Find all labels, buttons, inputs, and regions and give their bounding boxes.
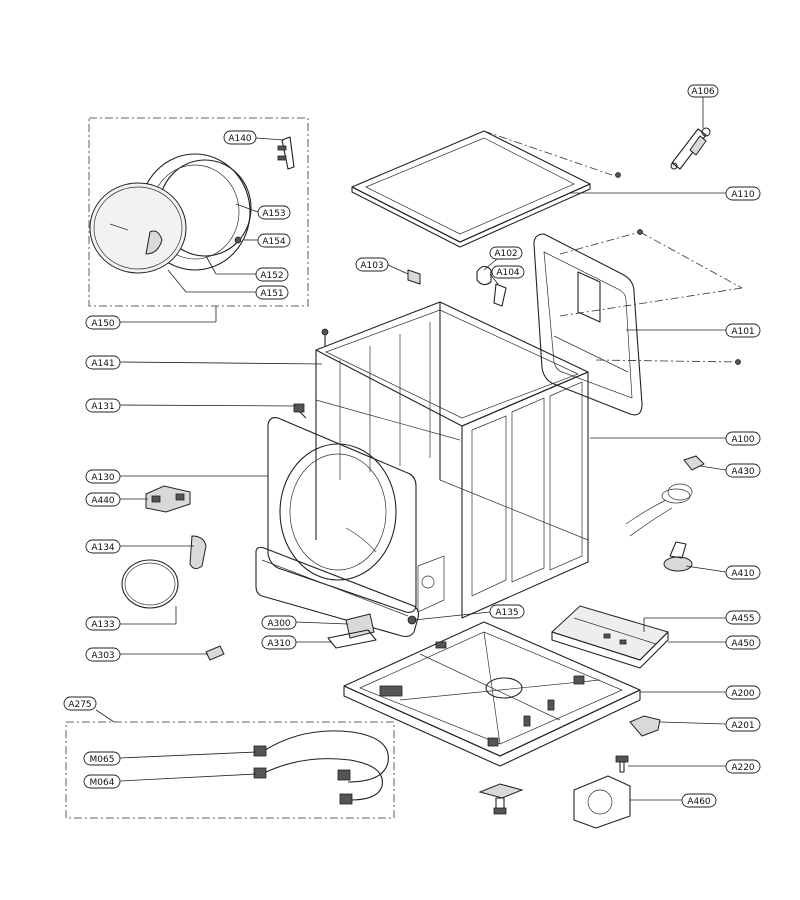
control-board (551, 605, 669, 669)
bracket-pair (476, 265, 507, 307)
svg-text:A300: A300 (267, 619, 291, 629)
svg-text:A133: A133 (91, 620, 114, 630)
door-assembly (89, 136, 295, 274)
front-panel (255, 417, 420, 638)
svg-text:A410: A410 (731, 569, 755, 579)
svg-text:A106: A106 (691, 87, 715, 97)
svg-text:A200: A200 (731, 689, 755, 699)
callout-a450: A450 (725, 635, 761, 650)
callout-a102: A102 (489, 246, 523, 260)
callout-a220: A220 (725, 759, 761, 774)
callout-a440: A440 (85, 492, 121, 507)
svg-text:M064: M064 (90, 778, 115, 788)
shock-absorber (670, 127, 711, 170)
pressure-switch (663, 541, 693, 572)
svg-text:A152: A152 (260, 271, 283, 281)
callout-a460: A460 (681, 793, 717, 808)
callout-a310: A310 (261, 635, 297, 650)
svg-text:A130: A130 (91, 473, 115, 483)
svg-text:A440: A440 (91, 496, 115, 506)
leader-lines (119, 97, 727, 801)
door-assembly-group-box (88, 117, 309, 307)
callout-a152: A152 (255, 267, 289, 282)
leg-a220 (615, 755, 629, 773)
svg-text:A455: A455 (731, 614, 754, 624)
callout-a110: A110 (725, 186, 761, 201)
svg-text:A102: A102 (494, 249, 517, 259)
callout-a151: A151 (255, 285, 289, 300)
callout-a133: A133 (85, 616, 121, 631)
power-cord (625, 455, 705, 537)
callout-a130: A130 (85, 469, 121, 484)
callout-a154: A154 (257, 233, 291, 248)
svg-text:A104: A104 (496, 268, 520, 278)
callout-a103: A103 (355, 257, 389, 272)
base-frame (343, 621, 641, 767)
svg-text:A153: A153 (262, 209, 285, 219)
screw-a141 (321, 328, 329, 346)
callout-a135: A135 (489, 604, 525, 619)
plug-a303 (205, 645, 225, 661)
svg-text:A154: A154 (262, 237, 286, 247)
small-bracket (407, 269, 421, 285)
svg-text:A201: A201 (731, 721, 754, 731)
hose-group-lead (95, 709, 115, 723)
svg-text:A103: A103 (360, 261, 383, 271)
svg-text:A140: A140 (228, 134, 252, 144)
callout-a410: A410 (725, 565, 761, 580)
callout-a106: A106 (687, 84, 719, 98)
callout-a141: A141 (85, 355, 121, 370)
clamp-ring-a133 (121, 559, 179, 609)
svg-text:A134: A134 (91, 543, 115, 553)
svg-text:A101: A101 (731, 327, 754, 337)
callout-a131: A131 (85, 398, 121, 413)
svg-text:A135: A135 (495, 608, 518, 618)
svg-text:A100: A100 (731, 435, 755, 445)
rear-panel (533, 229, 743, 416)
svg-text:A275: A275 (68, 700, 91, 710)
callout-a275: A275 (63, 696, 97, 711)
svg-text:A303: A303 (91, 651, 114, 661)
door-lock-switch (145, 485, 191, 513)
callout-a140: A140 (223, 130, 257, 145)
callout-m064: M064 (83, 774, 121, 789)
callout-a100: A100 (725, 431, 761, 446)
svg-text:M065: M065 (90, 755, 115, 765)
callout-a303: A303 (85, 647, 121, 662)
callout-m065: M065 (83, 751, 121, 766)
inlet-hoses (253, 730, 389, 805)
callout-a104: A104 (491, 265, 525, 279)
pump-a460 (573, 775, 631, 829)
callout-a153: A153 (257, 205, 291, 220)
callout-a150: A150 (85, 315, 121, 330)
svg-text:A450: A450 (731, 639, 755, 649)
callout-a200: A200 (725, 685, 761, 700)
callout-a300: A300 (261, 615, 297, 630)
callout-a101: A101 (725, 323, 761, 338)
callout-a455: A455 (725, 610, 761, 625)
svg-text:A151: A151 (260, 289, 283, 299)
bracket-a201 (629, 715, 661, 737)
top-plate (351, 130, 621, 248)
base-foot (478, 783, 524, 815)
cabinet (315, 301, 589, 619)
svg-text:A110: A110 (731, 190, 755, 200)
svg-text:A460: A460 (687, 797, 711, 807)
hinge-a134 (189, 535, 207, 570)
svg-text:A430: A430 (731, 467, 755, 477)
callout-a430: A430 (725, 463, 761, 478)
svg-text:A310: A310 (267, 639, 291, 649)
callout-a134: A134 (85, 539, 121, 554)
filter-cover (327, 613, 417, 649)
svg-text:A131: A131 (91, 402, 114, 412)
hose-group-box (65, 721, 395, 819)
screw-a131 (293, 403, 307, 419)
svg-text:A150: A150 (91, 319, 115, 329)
svg-text:A220: A220 (731, 763, 755, 773)
callout-a201: A201 (725, 717, 761, 732)
svg-text:A141: A141 (91, 359, 114, 369)
